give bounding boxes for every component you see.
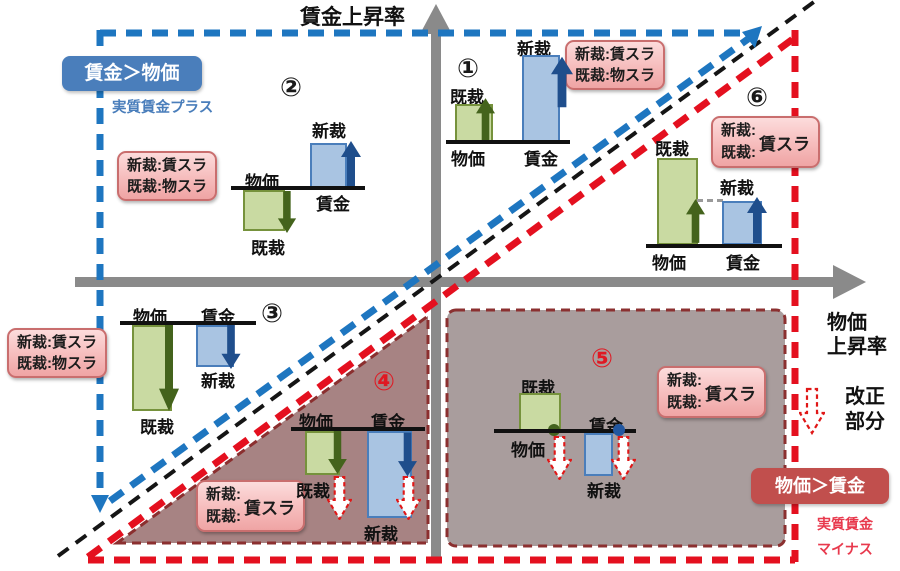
blue-boundary-diagonal xyxy=(107,36,751,504)
tag-left-column: 新裁: 既裁: xyxy=(667,370,702,414)
chart2-baseline xyxy=(231,186,365,190)
chart4-baseline xyxy=(291,427,425,431)
chart6-level-connector xyxy=(697,199,723,202)
region-4-number: ④ xyxy=(373,366,396,396)
revision-arrow-icon xyxy=(327,476,352,520)
real-wage-plus-note: 実質賃金プラス xyxy=(112,100,214,116)
revision-arrow-icon xyxy=(547,436,572,480)
x-axis-line xyxy=(75,277,835,287)
chart2-new-label: 新裁 xyxy=(312,122,346,141)
up-arrow-icon xyxy=(341,141,361,187)
region-6-number: ⑥ xyxy=(746,82,769,112)
revision-arrow-icon xyxy=(799,387,825,436)
revision-legend-line2: 部分 xyxy=(845,411,885,433)
chart5-new-label: 新裁 xyxy=(587,482,621,501)
down-arrow-icon xyxy=(221,325,241,369)
x-axis-title-line1: 物価 xyxy=(827,312,867,334)
chart1-new-label: 新裁 xyxy=(517,40,551,59)
tag-line: 新裁:賃スラ xyxy=(17,334,97,351)
chart2-wage-label: 賃金 xyxy=(316,195,350,214)
chart6-existing-label: 既裁 xyxy=(655,140,689,159)
chart6-wage-label: 賃金 xyxy=(726,254,760,273)
chart3-baseline xyxy=(120,321,256,325)
revision-legend-label: 改正 部分 xyxy=(845,385,885,435)
up-arrow-icon xyxy=(551,56,573,108)
chart5-price-label: 物価 xyxy=(511,441,545,460)
tag-line: 既裁: xyxy=(667,394,702,411)
down-arrow-icon xyxy=(328,431,347,474)
region-3-tag: 新裁:賃スラ 既裁:物スラ xyxy=(7,328,107,378)
region-4-tag: 新裁: 既裁: 賃スラ xyxy=(196,480,305,532)
real-wage-minus-note-line2: マイナス xyxy=(817,541,873,557)
chart1-baseline xyxy=(446,140,570,144)
tag-shared-value: 賃スラ xyxy=(759,134,810,154)
region-3-number: ③ xyxy=(261,298,284,328)
chart2-existing-label: 既裁 xyxy=(251,239,285,258)
chart3-new-label: 新裁 xyxy=(201,372,235,391)
red-boundary-diagonal xyxy=(85,33,800,560)
chart6-baseline xyxy=(646,244,782,248)
region-2-number: ② xyxy=(280,72,303,102)
chart5-baseline xyxy=(494,429,636,433)
price-over-wage-badge: 物価＞賃金 xyxy=(751,468,889,504)
chart6-price-label: 物価 xyxy=(652,254,686,273)
chart1-price-label: 物価 xyxy=(451,150,485,169)
x-axis-arrowhead-icon xyxy=(833,265,866,299)
y-axis-line xyxy=(431,26,441,560)
region-5-tag: 新裁: 既裁: 賃スラ xyxy=(657,366,766,418)
region-6-tag: 新裁: 既裁: 賃スラ xyxy=(711,116,820,168)
tag-left-column: 新裁: 既裁: xyxy=(206,484,241,528)
chart3-existing-label: 既裁 xyxy=(140,418,174,437)
tag-line: 既裁:物スラ xyxy=(17,355,97,372)
revision-arrow-icon xyxy=(611,436,636,480)
chart5-new-dot xyxy=(613,424,625,436)
tag-line: 新裁: xyxy=(721,122,756,139)
tag-line: 新裁:賃スラ xyxy=(127,157,207,174)
region-1-tag: 新裁:賃スラ 既裁:物スラ xyxy=(565,40,665,90)
tag-line: 既裁:物スラ xyxy=(575,67,655,84)
tag-left-column: 新裁: 既裁: xyxy=(721,120,756,164)
chart4-new-label: 新裁 xyxy=(364,525,398,544)
up-arrow-icon xyxy=(476,98,495,142)
blue-diagonal-arrowhead-icon xyxy=(742,26,762,48)
up-arrow-icon xyxy=(686,199,705,243)
chart1-existing-label: 既裁 xyxy=(450,88,484,107)
chart1-wage-label: 賃金 xyxy=(524,150,558,169)
up-arrow-icon xyxy=(747,197,767,243)
revision-arrow-icon xyxy=(396,476,421,520)
chart2-existing-bar xyxy=(243,190,285,231)
x-axis-title: 物価 上昇率 xyxy=(827,311,887,359)
region-4-shaded-triangle xyxy=(112,313,430,545)
region-1-number: ① xyxy=(457,53,480,83)
down-arrow-icon xyxy=(277,191,297,233)
real-wage-minus-note-line1: 実質賃金 xyxy=(817,516,873,532)
chart6-new-label: 新裁 xyxy=(720,179,754,198)
tag-shared-value: 賃スラ xyxy=(705,384,756,404)
tag-shared-value: 賃スラ xyxy=(244,498,295,518)
y-axis-arrowhead-icon xyxy=(420,4,452,34)
revision-legend-line1: 改正 xyxy=(845,386,885,408)
tag-line: 既裁: xyxy=(721,144,756,161)
tag-line: 新裁: xyxy=(206,486,241,503)
region-5-number: ⑤ xyxy=(591,343,614,373)
tag-line: 既裁: xyxy=(206,508,241,525)
wage-over-price-badge: 賃金＞物価 xyxy=(62,56,202,91)
tag-line: 新裁:賃スラ xyxy=(575,46,655,63)
chart5-new-bar xyxy=(584,433,613,476)
chart4-existing-label: 既裁 xyxy=(296,482,330,501)
down-arrow-icon xyxy=(398,432,417,477)
tag-line: 既裁:物スラ xyxy=(127,178,207,195)
tag-line: 新裁: xyxy=(667,372,702,389)
blue-boundary-bottom-arrowhead-icon xyxy=(91,495,109,513)
diagonal-45deg-line xyxy=(56,0,820,558)
y-axis-title: 賃金上昇率 xyxy=(300,6,405,29)
down-arrow-icon xyxy=(159,325,179,411)
x-axis-title-line2: 上昇率 xyxy=(827,336,887,358)
region-2-tag: 新裁:賃スラ 既裁:物スラ xyxy=(117,151,217,201)
